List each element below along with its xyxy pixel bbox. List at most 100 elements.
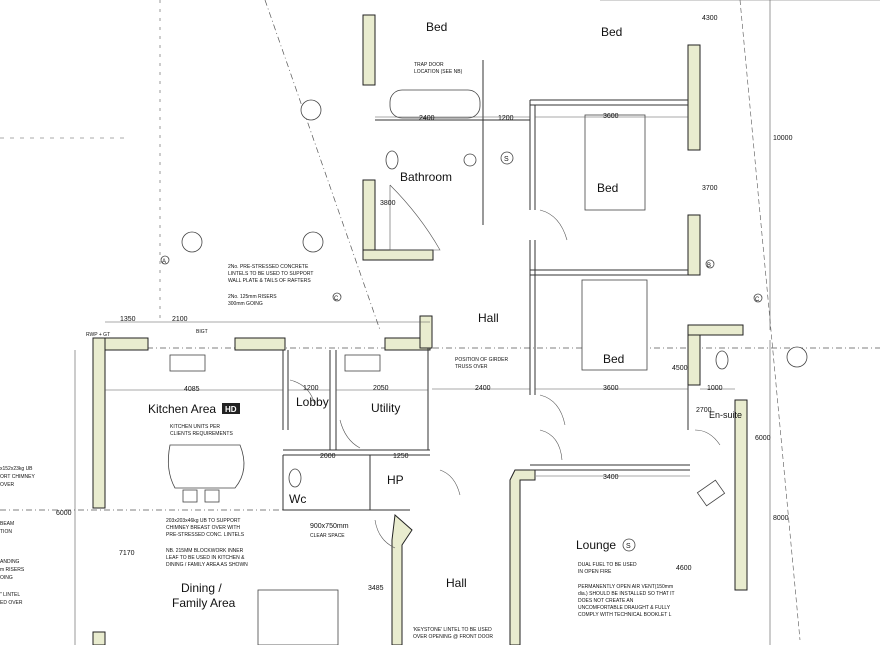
note-left-6: ANDING xyxy=(0,559,20,565)
note-block-1: NB. 215MM BLOCKWORK INNER xyxy=(166,548,244,554)
note-left-4: BEAM xyxy=(0,521,14,527)
note-vent-1: PERMANENTLY OPEN AIR VENT(150mm xyxy=(578,584,673,590)
room-label-family-area: Family Area xyxy=(172,596,236,610)
room-label-bed-top-right: Bed xyxy=(601,25,622,39)
walls xyxy=(92,14,748,645)
stair-s1-label: S xyxy=(504,156,509,163)
note-ub-1: 203x203x46kg UB TO SUPPORT xyxy=(166,518,240,524)
dim-4085: 4085 xyxy=(184,386,200,393)
dining-table-icon xyxy=(257,589,339,645)
note-vent-3: DOES NOT CREATE AN xyxy=(578,598,634,604)
dim-3600-b: 3600 xyxy=(603,385,619,392)
room-label-bathroom: Bathroom xyxy=(400,170,452,184)
dim-1350: 1350 xyxy=(120,316,136,323)
room-label-bed-lower: Bed xyxy=(603,352,624,366)
section-c-right-icon xyxy=(753,293,763,303)
bed-icon xyxy=(584,114,646,211)
note-fuel-1: DUAL FUEL TO BE USED xyxy=(578,562,637,568)
toilet-icon xyxy=(385,150,399,170)
dim-4600: 4600 xyxy=(676,565,692,572)
utility-sink-icon xyxy=(344,354,381,372)
grid-marker-icon xyxy=(300,99,322,121)
kitchen-badge: HD xyxy=(225,405,237,414)
note-trap-door-2: LOCATION (SEE NB) xyxy=(414,69,463,75)
grid-marker-icon-2 xyxy=(181,231,203,253)
marker-labels: S S A B C C xyxy=(162,156,760,550)
dim-10000: 10000 xyxy=(773,135,793,142)
wc-toilet-icon xyxy=(288,468,302,488)
door-swings xyxy=(289,209,721,549)
grid-markers xyxy=(160,99,808,552)
kitchen-island-icon xyxy=(167,444,245,489)
note-vent-2: dia.) SHOULD BE INSTALLED SO THAT IT xyxy=(578,591,675,597)
note-ub-3: PRE-STRESSED CONC. LINTELS xyxy=(166,532,245,538)
dim-2000: 2000 xyxy=(320,453,336,460)
note-kitchen-units-1: KITCHEN UNITS PER xyxy=(170,424,220,430)
dim-3600-a: 3600 xyxy=(603,113,619,120)
stair-marker-icon-2 xyxy=(622,538,636,552)
shower-icon xyxy=(389,184,441,251)
fixtures xyxy=(167,89,729,645)
axis-b-label: B xyxy=(707,263,711,269)
dim-7170: 7170 xyxy=(119,550,135,557)
grid-marker-icon-3 xyxy=(302,231,324,253)
ensuite-toilet-icon xyxy=(715,350,729,370)
note-ub-2: CHIMNEY BREAST OVER WITH xyxy=(166,525,240,531)
stair-marker-icon xyxy=(500,151,514,165)
note-risers-2: 300mm GOING xyxy=(228,301,263,307)
note-vent-5: COMPLY WITH TECHNICAL BOOKLET L xyxy=(578,612,672,618)
note-keystone-2: OVER OPENING @ FRONT DOOR xyxy=(413,634,493,640)
dim-3400: 3400 xyxy=(603,474,619,481)
dim-4500: 4500 xyxy=(672,365,688,372)
note-left-10: ED OVER xyxy=(0,600,23,606)
note-left-5: TION xyxy=(0,529,12,535)
note-fuel-2: IN OPEN FIRE xyxy=(578,569,612,575)
note-left-1: x152x23kg UB xyxy=(0,466,33,472)
dim-1250: 1250 xyxy=(393,453,409,460)
note-clear-space: CLEAR SPACE xyxy=(310,533,345,539)
room-label-bed-top-left: Bed xyxy=(426,20,447,34)
note-kitchen-units-2: CLIENTS REQUIREMENTS xyxy=(170,431,233,437)
dim-2400-a: 2400 xyxy=(419,115,435,122)
note-left-8: OING xyxy=(0,575,13,581)
room-label-lobby: Lobby xyxy=(296,395,329,409)
section-b-icon xyxy=(705,259,715,269)
note-girder-2: TRUSS OVER xyxy=(455,364,488,370)
axis-c-left-label: C xyxy=(334,296,339,302)
dim-2100: 2100 xyxy=(172,316,188,323)
note-keystone-1: 'KEYSTONE' LINTEL TO BE USED xyxy=(413,627,492,633)
room-label-ensuite: En-suite xyxy=(709,410,742,420)
room-label-lounge: Lounge xyxy=(576,538,616,552)
room-label-utility: Utility xyxy=(371,401,400,415)
dim-6000-left: 6000 xyxy=(56,510,72,517)
axis-a-label: A xyxy=(162,259,166,265)
chair-icon xyxy=(182,489,198,503)
dim-1200-a: 1200 xyxy=(498,115,514,122)
girder-lines xyxy=(0,0,880,511)
note-left-2: ORT CHIMNEY xyxy=(0,474,35,480)
basin-icon xyxy=(463,153,477,167)
grid-marker-icon-4 xyxy=(786,346,808,368)
annotation-notes: TRAP DOOR LOCATION (SEE NB) 2No. PRE-STR… xyxy=(0,62,675,640)
dim-6000-right: 6000 xyxy=(755,435,771,442)
bath-icon xyxy=(389,89,481,119)
dim-2400-b: 2400 xyxy=(475,385,491,392)
note-girder-1: POSITION OF GIRDER xyxy=(455,357,508,363)
dim-2050: 2050 xyxy=(373,385,389,392)
dim-4300: 4300 xyxy=(702,15,718,22)
dim-3800: 3800 xyxy=(380,200,396,207)
note-left-7: m RISERS xyxy=(0,567,25,573)
dim-3700: 3700 xyxy=(702,185,718,192)
dimension-lines xyxy=(74,0,771,645)
dim-1200-b: 1200 xyxy=(303,385,319,392)
room-label-kitchen: Kitchen Area xyxy=(148,402,216,416)
bed-lower-icon xyxy=(581,279,648,371)
kitchen-sink-icon xyxy=(169,354,206,372)
room-label-hall-upper: Hall xyxy=(478,311,499,325)
note-lintel-3: WALL PLATE & TAILS OF RAFTERS xyxy=(228,278,311,284)
note-left-9: " LINTEL xyxy=(0,592,20,598)
note-lintel-1: 2No. PRE-STRESSED CONCRETE xyxy=(228,264,309,270)
dim-1000: 1000 xyxy=(707,385,723,392)
note-vent-4: UNCOMFORTABLE DRAUGHT & FULLY xyxy=(578,605,671,611)
note-block-3: DINING / FAMILY AREA AS SHOWN xyxy=(166,562,248,568)
